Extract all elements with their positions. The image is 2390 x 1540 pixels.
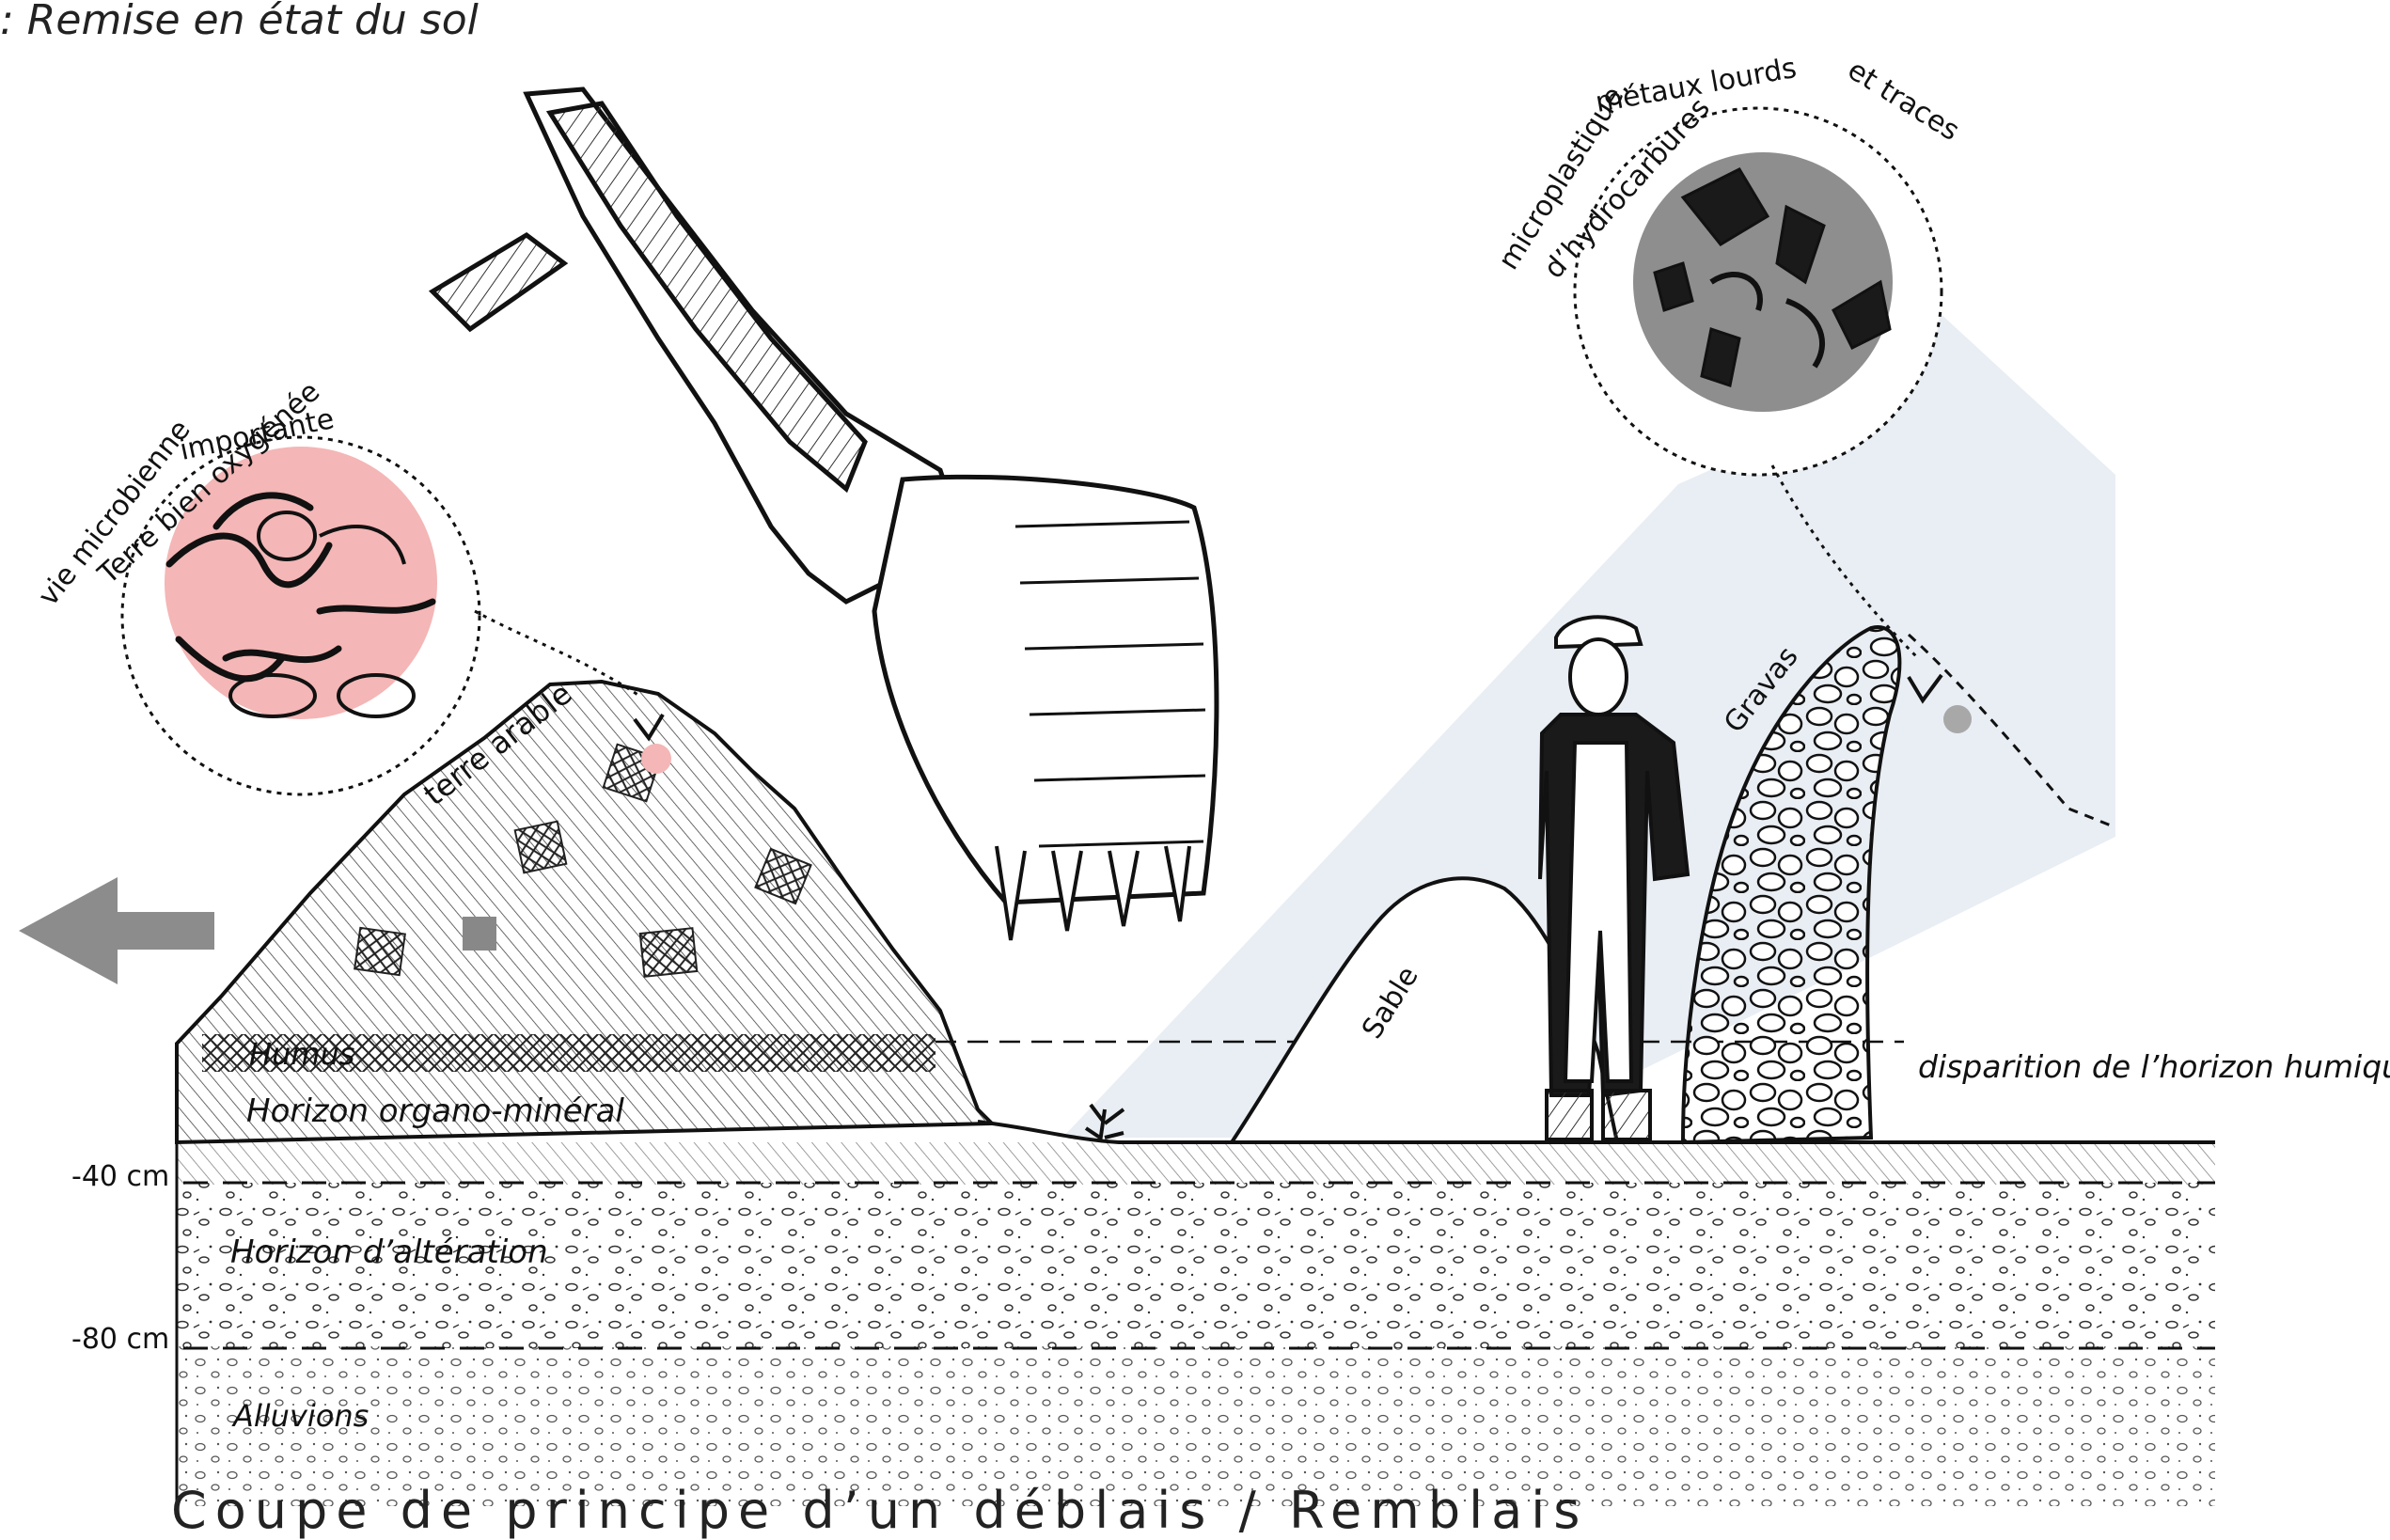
horizon-label-humus: Humus <box>249 1039 354 1069</box>
depth-marker-40: -40 cm <box>71 1163 169 1191</box>
left-arrow <box>19 877 214 984</box>
horizon-label-organo-mineral: Horizon organo-minéral <box>246 1095 624 1127</box>
horizon-label-alluvions: Alluvions <box>233 1401 369 1431</box>
horizon-label-alteration: Horizon d’altération <box>230 1236 548 1268</box>
section-heading: : Remise en état du sol <box>0 0 479 41</box>
surface-strip <box>177 1142 2215 1185</box>
depth-marker-80: -80 cm <box>71 1326 169 1354</box>
annotation-disparition-horizon: disparition de l’horizon humique <box>1918 1051 2390 1082</box>
figure-caption: Coupe de principe d’un déblais / Remblai… <box>171 1485 1588 1536</box>
